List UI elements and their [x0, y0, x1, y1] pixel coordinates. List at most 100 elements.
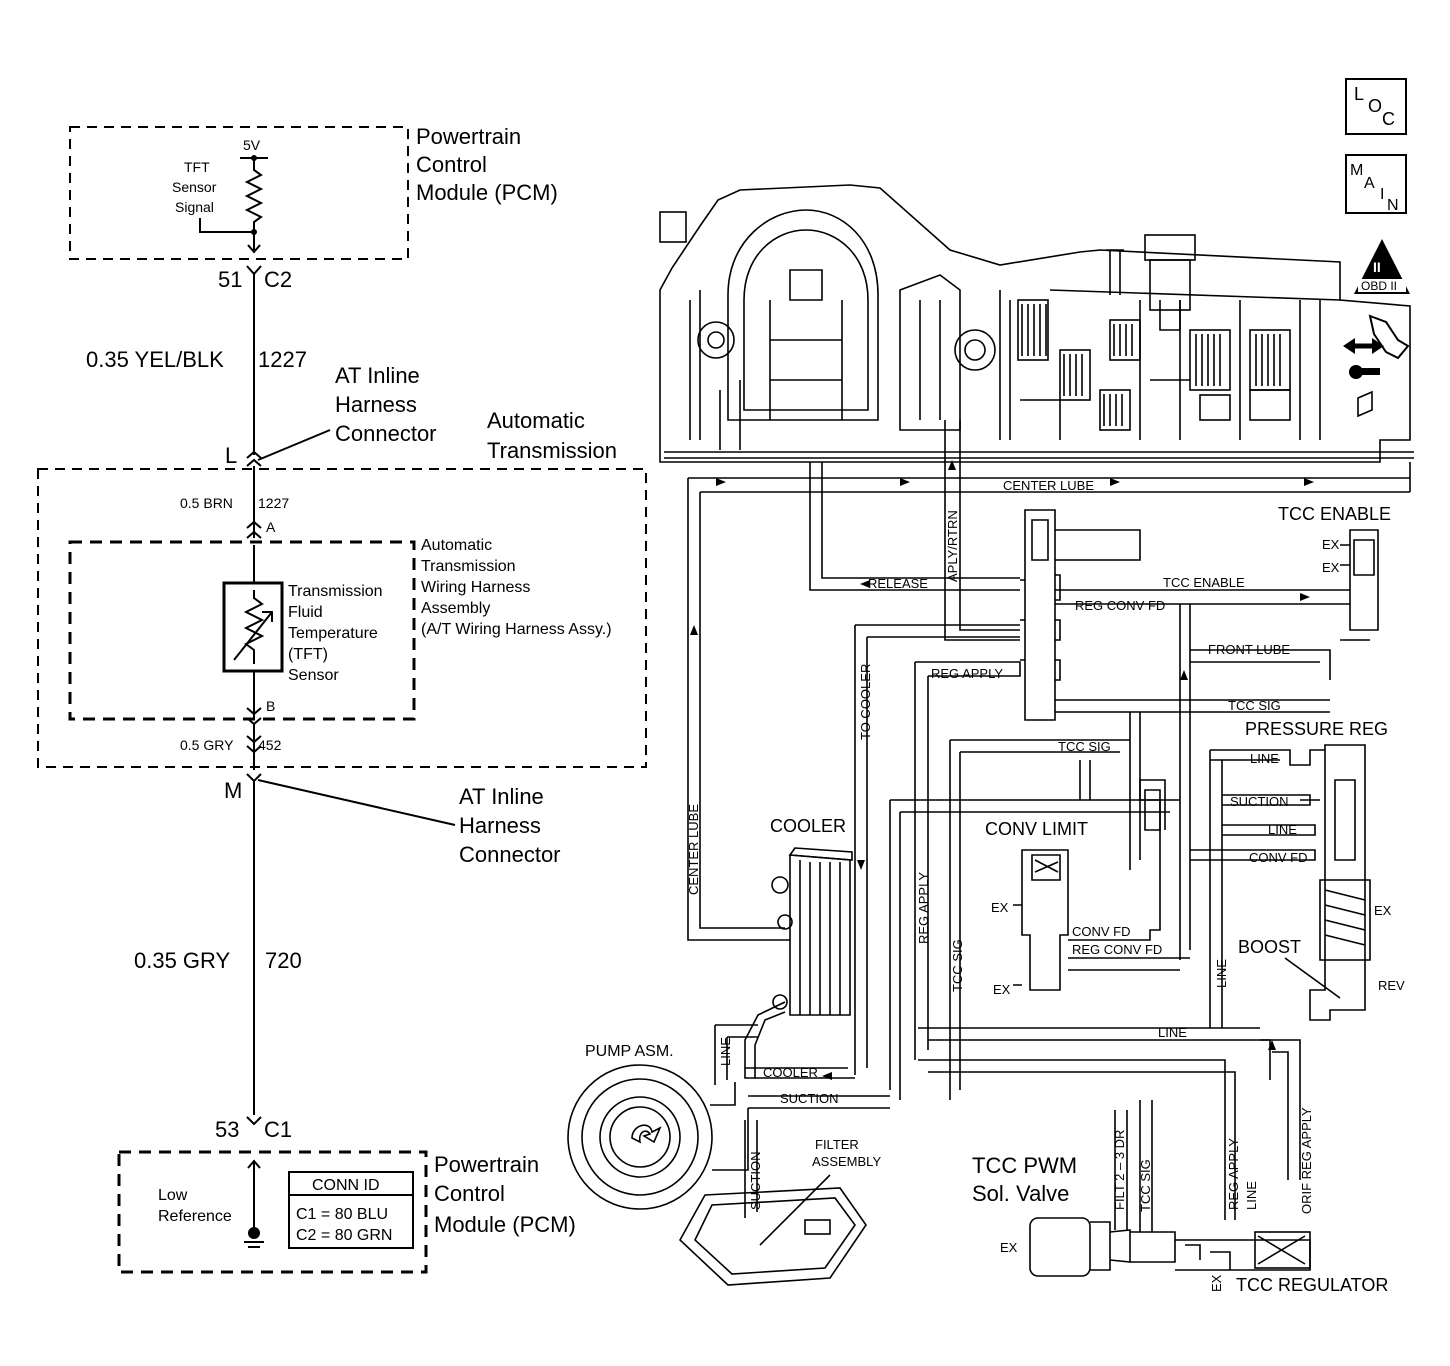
conn-l-leader	[257, 429, 331, 461]
conv-limit-conv-fd: CONV FD	[1072, 924, 1131, 939]
front-lube-lines	[1055, 604, 1331, 960]
obd-ii-label: OBD II	[1361, 279, 1397, 293]
wire-720-circuit: 720	[265, 948, 302, 973]
pcm-top-box	[69, 126, 409, 260]
tcc-regulator-valve[interactable]	[1175, 1231, 1311, 1271]
cooler-return-label: COOLER	[763, 1065, 818, 1080]
loc-icon-o: O	[1368, 96, 1382, 116]
tcc-pwm-title-1: TCC PWM	[972, 1153, 1077, 1178]
suction-label: SUCTION	[780, 1091, 839, 1106]
main-icon[interactable]	[1345, 154, 1407, 214]
pullup-resistor	[199, 155, 268, 254]
tcc-enable-valve[interactable]	[1055, 529, 1379, 641]
loc-icon[interactable]	[1345, 78, 1407, 135]
conn-m-label-2: Harness	[459, 813, 541, 838]
main-icon-n: N	[1387, 197, 1399, 214]
conn-m-label-1: AT Inline	[459, 784, 544, 809]
voltage-5v: 5V	[243, 137, 261, 153]
tcc-control-valve	[1020, 509, 1141, 721]
conv-limit-ex-1: EX	[991, 900, 1009, 915]
tcc-sig-v-label: TCC SIG	[950, 939, 965, 992]
center-lube-gallery	[687, 462, 1411, 941]
tft-signal-label-2: Sensor	[172, 179, 217, 195]
center-lube-label: CENTER LUBE	[1003, 478, 1094, 493]
cooler	[744, 847, 853, 1079]
pin-b: B	[266, 698, 275, 714]
front-lube-label: FRONT LUBE	[1208, 642, 1290, 657]
pcm-bottom-title-2: Control	[434, 1181, 505, 1206]
wire-720-color: 0.35 GRY	[134, 948, 231, 973]
tcc-enable-ex-1: EX	[1322, 537, 1340, 552]
ground-symbol	[244, 1159, 264, 1248]
orif-reg-apply-label: ORIF REG APPLY	[1299, 1107, 1314, 1214]
pr-line-2: LINE	[1268, 822, 1297, 837]
conn-m-leader	[257, 779, 456, 826]
filter-label-2: ASSEMBLY	[812, 1154, 881, 1169]
pressure-regulator-valve[interactable]	[1190, 744, 1371, 1021]
reg-apply-v-label: REG APPLY	[916, 872, 931, 944]
tcc-sig-v2-label: TCC SIG	[1138, 1159, 1153, 1212]
aply-rtrn-label: APLY/RTRN	[945, 510, 960, 582]
wire-brn-color: 0.5 BRN	[180, 495, 233, 511]
reg-conv-fd-label: REG CONV FD	[1075, 598, 1165, 613]
wire-brn-circuit: 1227	[258, 495, 289, 511]
tft-sensor-label-2: Fluid	[288, 604, 323, 621]
wire-gry452-circuit: 452	[258, 737, 282, 753]
line-h-label: LINE	[1158, 1025, 1187, 1040]
release-apply-lines	[809, 420, 1020, 641]
center-lube-vertical-label: CENTER LUBE	[686, 804, 701, 895]
loc-icon-l: L	[1354, 84, 1364, 104]
auto-trans-label-2: Transmission	[487, 438, 617, 463]
conn-l-symbol	[246, 450, 262, 459]
line-pressure-lines	[889, 760, 1301, 1220]
tcc-enable-ex-2: EX	[1322, 560, 1340, 575]
pr-rev: REV	[1378, 978, 1405, 993]
harness-assy-box	[68, 540, 416, 721]
auto-trans-label-1: Automatic	[487, 408, 585, 433]
pcm-bottom-box	[117, 1150, 428, 1274]
loc-icon-c: C	[1382, 109, 1395, 129]
cooler-title: COOLER	[770, 816, 846, 836]
tcc-enable-line-label: TCC ENABLE	[1163, 575, 1245, 590]
conn-m-pin: M	[224, 778, 242, 803]
harness-assy-label-2: Transmission	[421, 558, 516, 575]
tft-sensor-label-3: Temperature	[288, 625, 378, 642]
low-ref-label-2: Reference	[158, 1208, 232, 1225]
tft-sensor-symbol	[222, 581, 284, 673]
pr-line-1: LINE	[1250, 751, 1279, 766]
pin-53: 53	[215, 1117, 239, 1142]
conn-l-pin: L	[225, 443, 237, 468]
harness-assy-label-5: (A/T Wiring Harness Assy.)	[421, 621, 612, 638]
suction-v-label: SUCTION	[748, 1152, 763, 1211]
pr-suction: SUCTION	[1230, 794, 1289, 809]
tcc-pwm-ex: EX	[1000, 1240, 1018, 1255]
pcm-top-title-2: Control	[416, 152, 487, 177]
main-icon-m: M	[1350, 162, 1363, 179]
main-icon-a: A	[1364, 175, 1375, 192]
pin-a: A	[266, 519, 276, 535]
conn-l-label-3: Connector	[335, 421, 437, 446]
reg-apply-v2-label: REG APPLY	[1226, 1138, 1241, 1210]
release-label: RELEASE	[868, 576, 928, 591]
conn-l-label-1: AT Inline	[335, 363, 420, 388]
pressure-reg-title: PRESSURE REG	[1245, 719, 1388, 739]
connector-c1: C1	[264, 1117, 292, 1142]
conn-id-c2: C2 = 80 GRN	[296, 1227, 392, 1244]
harness-assy-label-1: Automatic	[421, 537, 492, 554]
pr-conv-fd: CONV FD	[1249, 850, 1308, 865]
reg-apply-label: REG APPLY	[931, 666, 1003, 681]
wrench-arrows-icon[interactable]	[1343, 314, 1410, 379]
filter-label-1: FILTER	[815, 1137, 859, 1152]
boost-leader	[1284, 957, 1341, 999]
obd-ii-icon[interactable]	[1354, 239, 1410, 294]
tft-signal-label-1: TFT	[184, 159, 210, 175]
pump-asm-title: PUMP ASM.	[585, 1043, 674, 1060]
to-cooler-label: TO COOLER	[858, 664, 873, 740]
pcm-top-title-1: Powertrain	[416, 124, 521, 149]
harness-assy-label-3: Wiring Harness	[421, 579, 530, 596]
tft-sensor-label-5: Sensor	[288, 667, 339, 684]
tft-signal-label-3: Signal	[175, 199, 214, 215]
line-v-label: LINE	[1214, 959, 1229, 988]
tcc-pwm-solenoid[interactable]	[1029, 1100, 1176, 1277]
